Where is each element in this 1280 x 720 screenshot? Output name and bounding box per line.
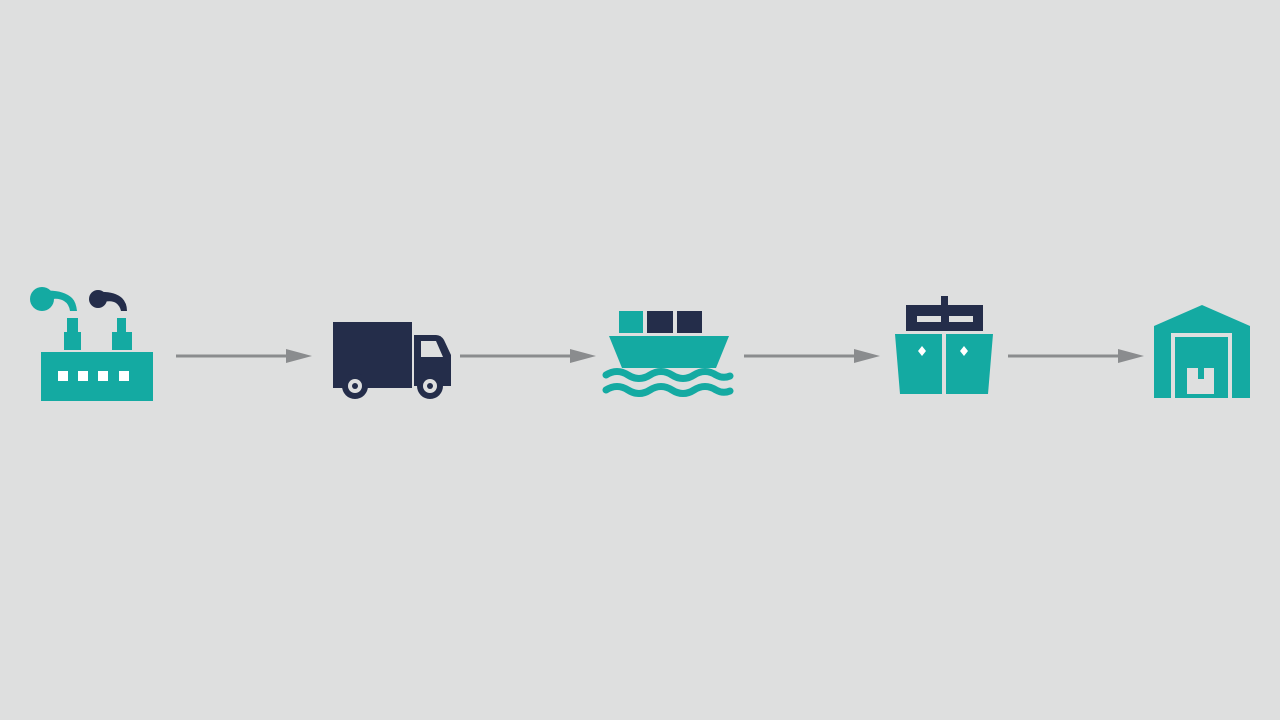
- truck-icon: [333, 322, 451, 399]
- arrow-ship-front-to-warehouse: [1008, 349, 1144, 363]
- ship-front-icon: [895, 296, 993, 394]
- arrow-truck-to-cargo-ship: [460, 349, 596, 363]
- cargo-ship-icon: [602, 311, 734, 397]
- factory-icon: [30, 287, 153, 401]
- arrow-factory-to-truck: [176, 349, 312, 363]
- warehouse-icon: [1154, 305, 1250, 398]
- arrow-cargo-ship-to-ship-front: [744, 349, 880, 363]
